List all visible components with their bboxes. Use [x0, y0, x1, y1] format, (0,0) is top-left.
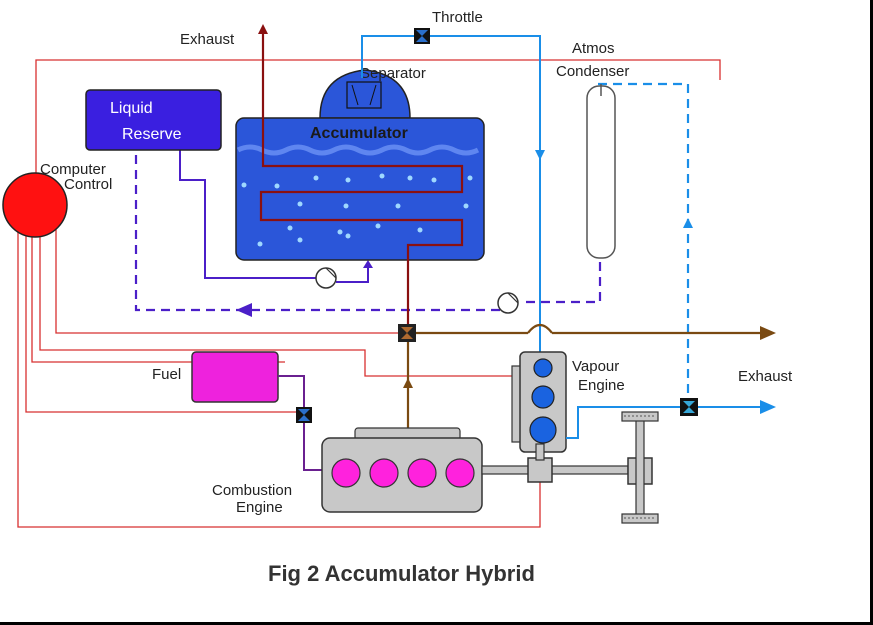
throttle-line — [361, 35, 541, 360]
atmos-label: Atmos — [572, 40, 615, 57]
liquid-reserve: Liquid Reserve — [85, 89, 222, 151]
arrow-icon — [258, 24, 268, 34]
arrow-icon — [403, 378, 413, 388]
combustion-label: Combustion — [212, 482, 292, 499]
computer-control: Computer Control — [2, 161, 112, 238]
reserve-feed-line — [179, 150, 318, 279]
arrow-icon — [363, 260, 373, 268]
pump-icon[interactable] — [497, 292, 519, 314]
atmos-condenser: Atmos Condenser — [556, 40, 630, 259]
arrow-icon — [760, 400, 776, 414]
combustion-engine: Combustion Engine — [212, 427, 483, 516]
arrow-icon — [683, 218, 693, 228]
vapour-engine: Vapour Engine — [511, 351, 625, 453]
arrow-icon — [760, 326, 776, 340]
frame-border — [870, 0, 873, 625]
exhaust-right-label: Exhaust — [738, 368, 793, 385]
figure-caption: Fig 2 Accumulator Hybrid — [268, 561, 535, 586]
reserve-label: Reserve — [122, 126, 182, 143]
arrow-icon — [535, 150, 545, 160]
liquid-label: Liquid — [110, 100, 153, 117]
condenser-label: Condenser — [556, 63, 629, 80]
drive-shaft — [481, 411, 659, 524]
condenser-loop — [598, 82, 690, 405]
pump-to-accumulator-line — [336, 262, 369, 283]
fuel-label: Fuel — [152, 366, 181, 383]
valve-icon[interactable] — [680, 398, 698, 416]
vapour-engine-label: Engine — [578, 377, 625, 394]
arrow-icon — [236, 303, 252, 317]
valve-icon[interactable] — [414, 28, 430, 44]
heat-coil — [259, 28, 464, 330]
throttle-label: Throttle — [432, 9, 483, 26]
pump-icon[interactable] — [315, 267, 337, 289]
accumulator-label: Accumulator — [310, 125, 408, 142]
vapour-exhaust-line — [566, 406, 770, 439]
valve-icon[interactable] — [398, 324, 416, 342]
reserve-return-line — [134, 150, 602, 312]
frame-border — [0, 622, 873, 625]
valve-icon[interactable] — [296, 407, 312, 423]
control-label: Control — [64, 176, 112, 193]
control-wires — [17, 59, 721, 528]
exhaust-top-label: Exhaust — [180, 31, 235, 48]
accumulator-tank: Separator Accumulator — [235, 65, 485, 261]
computer-label: Computer — [40, 161, 106, 178]
fuel-tank: Fuel — [152, 351, 279, 403]
combustion-engine-label: Engine — [236, 499, 283, 516]
vapour-label: Vapour — [572, 358, 619, 375]
separator-label: Separator — [360, 65, 426, 82]
